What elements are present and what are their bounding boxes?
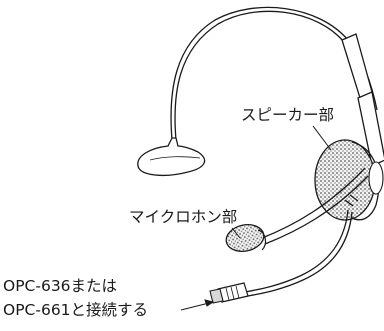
plug-connector bbox=[209, 282, 249, 304]
speaker-label: スピーカー部 bbox=[241, 106, 335, 124]
cable-label-line2: OPC-661と接続する bbox=[3, 301, 149, 319]
speaker-leader bbox=[312, 125, 332, 151]
microphone-leader bbox=[231, 227, 241, 239]
leader-lines bbox=[180, 125, 332, 311]
microphone-windscreen bbox=[225, 224, 267, 252]
microphone-label: マイクロホン部 bbox=[129, 208, 238, 226]
temple-pad bbox=[137, 137, 206, 177]
cable bbox=[239, 209, 353, 298]
headband bbox=[170, 6, 384, 167]
cable-label-line1: OPC-636または bbox=[3, 277, 118, 295]
cable-leader-arrow bbox=[204, 299, 215, 307]
boom-arm bbox=[261, 167, 369, 245]
